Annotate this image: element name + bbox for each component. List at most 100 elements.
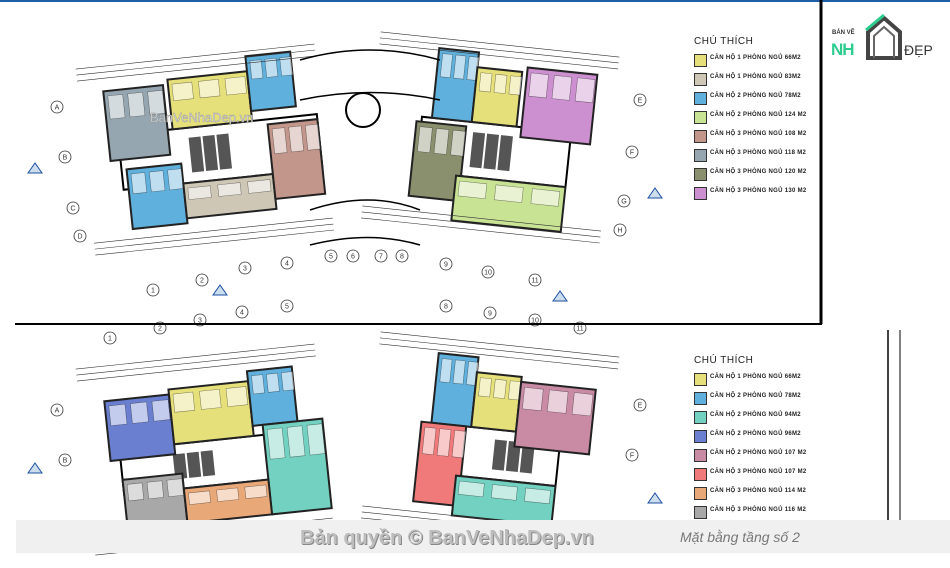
dimension-line <box>77 355 316 382</box>
legend-swatch <box>694 54 707 67</box>
furniture <box>249 59 264 80</box>
furniture <box>304 123 321 151</box>
grid-bubble <box>633 93 647 107</box>
grid-label: 11 <box>531 278 538 285</box>
furniture <box>490 484 518 501</box>
furniture <box>494 184 524 203</box>
stair-core <box>483 133 500 170</box>
furniture <box>281 371 295 392</box>
stair-core <box>491 439 507 471</box>
grid-label: 4 <box>240 310 244 317</box>
grid-bubble <box>346 249 360 263</box>
furniture <box>478 72 493 93</box>
stair-core <box>469 132 486 169</box>
furniture <box>264 57 279 78</box>
stair-core <box>186 451 202 478</box>
furniture <box>217 182 242 197</box>
legend-item: CĂN HỘ 3 PHÒNG NGỦ 108 M2 <box>694 130 819 143</box>
stair-core <box>172 453 188 480</box>
legend-title: CHÚ THÍCH <box>694 355 754 366</box>
legend-item: CĂN HỘ 1 PHÒNG NGỦ 66M2 <box>694 54 819 67</box>
furniture <box>451 429 467 459</box>
legend-item: CĂN HỘ 2 PHÒNG NGỦ 107 M2 <box>694 449 819 462</box>
furniture <box>266 372 280 393</box>
furniture <box>108 403 128 427</box>
stair-core <box>497 135 513 172</box>
furniture <box>266 427 286 460</box>
grid-label: 4 <box>285 261 289 268</box>
legend-item: CĂN HỘ 2 PHÒNG NGỦ 94M2 <box>694 411 819 424</box>
top-border <box>0 0 950 2</box>
legend-item: CĂN HỘ 3 PHÒNG NGỦ 120 M2 <box>694 168 819 181</box>
grid-label: 1 <box>108 336 112 343</box>
furniture <box>453 54 467 80</box>
stair-core <box>505 440 521 473</box>
logo-top-text: BẢN VẼ <box>832 30 855 36</box>
legend-item: CĂN HỘ 3 PHÒNG NGỦ 107 M2 <box>694 468 819 481</box>
furniture <box>452 359 466 385</box>
grid-label: H <box>617 228 622 235</box>
furniture <box>166 478 184 498</box>
dimension-line <box>380 331 620 358</box>
legend-swatch <box>694 468 707 481</box>
dimension-line <box>94 223 334 250</box>
furniture <box>571 392 594 417</box>
legend-label: CĂN HỘ 3 PHÒNG NGỦ 130 M2 <box>710 188 807 194</box>
furniture <box>288 125 305 153</box>
legend-label: CĂN HỘ 3 PHÒNG NGỦ 114 M2 <box>710 488 807 494</box>
legend-label: CĂN HỘ 3 PHÒNG NGỦ 116 M2 <box>710 507 807 513</box>
grid-label: D <box>77 234 82 241</box>
legend-swatch <box>694 92 707 105</box>
furniture <box>421 426 437 456</box>
grid-bubble <box>146 283 160 297</box>
grid-label: F <box>630 150 634 157</box>
furniture <box>127 91 146 118</box>
grid-label: 6 <box>351 254 355 261</box>
building-wing <box>75 43 335 256</box>
legend-swatch <box>694 111 707 124</box>
stair-core <box>188 136 205 173</box>
dimension-line <box>75 43 315 70</box>
grid-bubble <box>528 273 542 287</box>
furniture <box>167 168 184 191</box>
dimension-line <box>94 217 333 244</box>
grid-label: B <box>63 458 68 465</box>
dimension-line <box>379 43 619 70</box>
stair-core <box>519 442 535 474</box>
furniture <box>306 423 326 456</box>
grid-bubble <box>374 249 388 263</box>
grid-bubble <box>617 194 631 208</box>
legend-label: CĂN HỘ 2 PHÒNG NGỦ 94M2 <box>710 412 801 418</box>
furniture <box>244 484 268 499</box>
grid-bubble <box>395 249 409 263</box>
dimension-line <box>379 337 619 364</box>
legend-item: CĂN HỘ 2 PHÒNG NGỦ 78M2 <box>694 392 819 405</box>
furniture <box>522 387 544 412</box>
grid-label: 3 <box>198 318 202 325</box>
furniture <box>530 188 561 207</box>
grid-bubble <box>481 265 495 279</box>
grid-bubble <box>625 448 639 462</box>
furniture <box>130 172 148 195</box>
furniture <box>440 53 453 79</box>
legend-label: CĂN HỘ 1 PHÒNG NGỦ 66M2 <box>710 55 801 61</box>
dimension-line <box>77 55 316 82</box>
legend-item: CĂN HỘ 3 PHÒNG NGỦ 130 M2 <box>694 187 819 200</box>
legend-label: CĂN HỘ 3 PHÒNG NGỦ 107 M2 <box>710 469 807 475</box>
furniture <box>247 179 272 194</box>
furniture <box>417 126 433 154</box>
legend-item: CĂN HỘ 2 PHÒNG NGỦ 124 M2 <box>694 111 819 124</box>
grid-label: 11 <box>576 326 583 333</box>
dimension-line <box>75 343 315 370</box>
building-wing <box>361 31 620 244</box>
furniture <box>147 89 166 116</box>
legend-item: CĂN HỘ 3 PHÒNG NGỦ 116 M2 <box>694 506 819 519</box>
legend-swatch <box>694 149 707 162</box>
grid-label: 10 <box>531 318 539 325</box>
legend-swatch <box>694 187 707 200</box>
furniture <box>148 170 166 193</box>
grid-bubble <box>625 145 639 159</box>
legend-swatch <box>694 73 707 86</box>
legend-swatch <box>694 430 707 443</box>
